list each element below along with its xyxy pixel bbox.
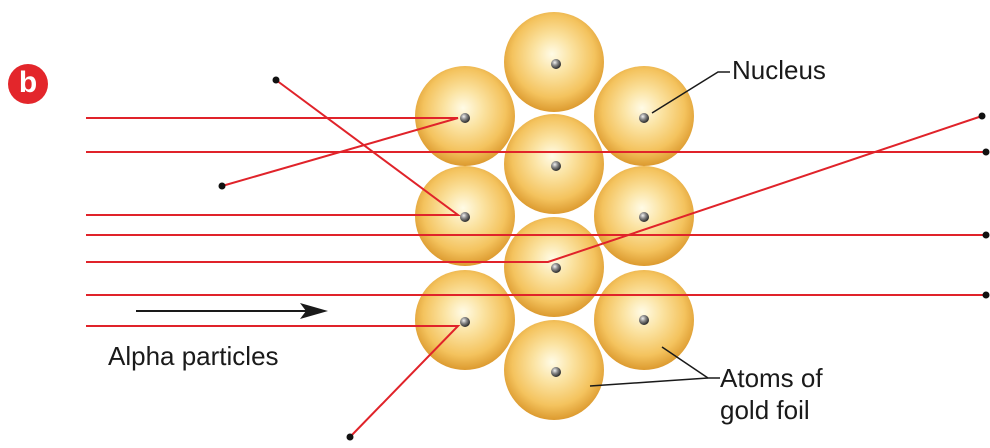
alpha-particle-paths — [86, 79, 985, 438]
ray-scattered — [86, 79, 462, 216]
atoms-label-line1: Atoms of — [720, 363, 823, 393]
alpha-particles-label: Alpha particles — [108, 341, 279, 371]
nucleus-label: Nucleus — [732, 55, 826, 85]
nucleus-dot — [551, 161, 561, 171]
nucleus-dot — [551, 59, 561, 69]
nucleus-dot — [460, 317, 470, 327]
nucleus-leader-line — [651, 71, 730, 114]
nuclei — [460, 59, 649, 377]
nucleus-dot — [460, 212, 470, 222]
ray-endpoint-dot — [218, 182, 226, 190]
ray-endpoints — [218, 76, 990, 441]
ray-endpoint-dot — [272, 76, 280, 84]
ray-deflected — [86, 115, 983, 263]
nucleus-dot — [639, 113, 649, 123]
nucleus-dot — [639, 315, 649, 325]
direction-arrow — [136, 303, 328, 319]
nucleus-dot — [551, 367, 561, 377]
panel-badge: b — [8, 64, 48, 104]
atoms-leader-line — [589, 377, 709, 387]
nucleus-dot — [460, 113, 470, 123]
nucleus-dot — [551, 263, 561, 273]
ray-endpoint-dot — [982, 148, 990, 156]
nucleus-dot — [639, 212, 649, 222]
leader-lines — [589, 71, 730, 387]
ray-endpoint-dot — [982, 291, 990, 299]
ray-deflected — [86, 325, 461, 438]
ray-endpoint-dot — [978, 112, 986, 120]
arrow-head-icon — [300, 303, 328, 319]
ray-endpoint-dot — [346, 433, 354, 441]
atoms-label-line2: gold foil — [720, 395, 810, 425]
ray-reflected — [86, 117, 459, 187]
ray-endpoint-dot — [982, 231, 990, 239]
